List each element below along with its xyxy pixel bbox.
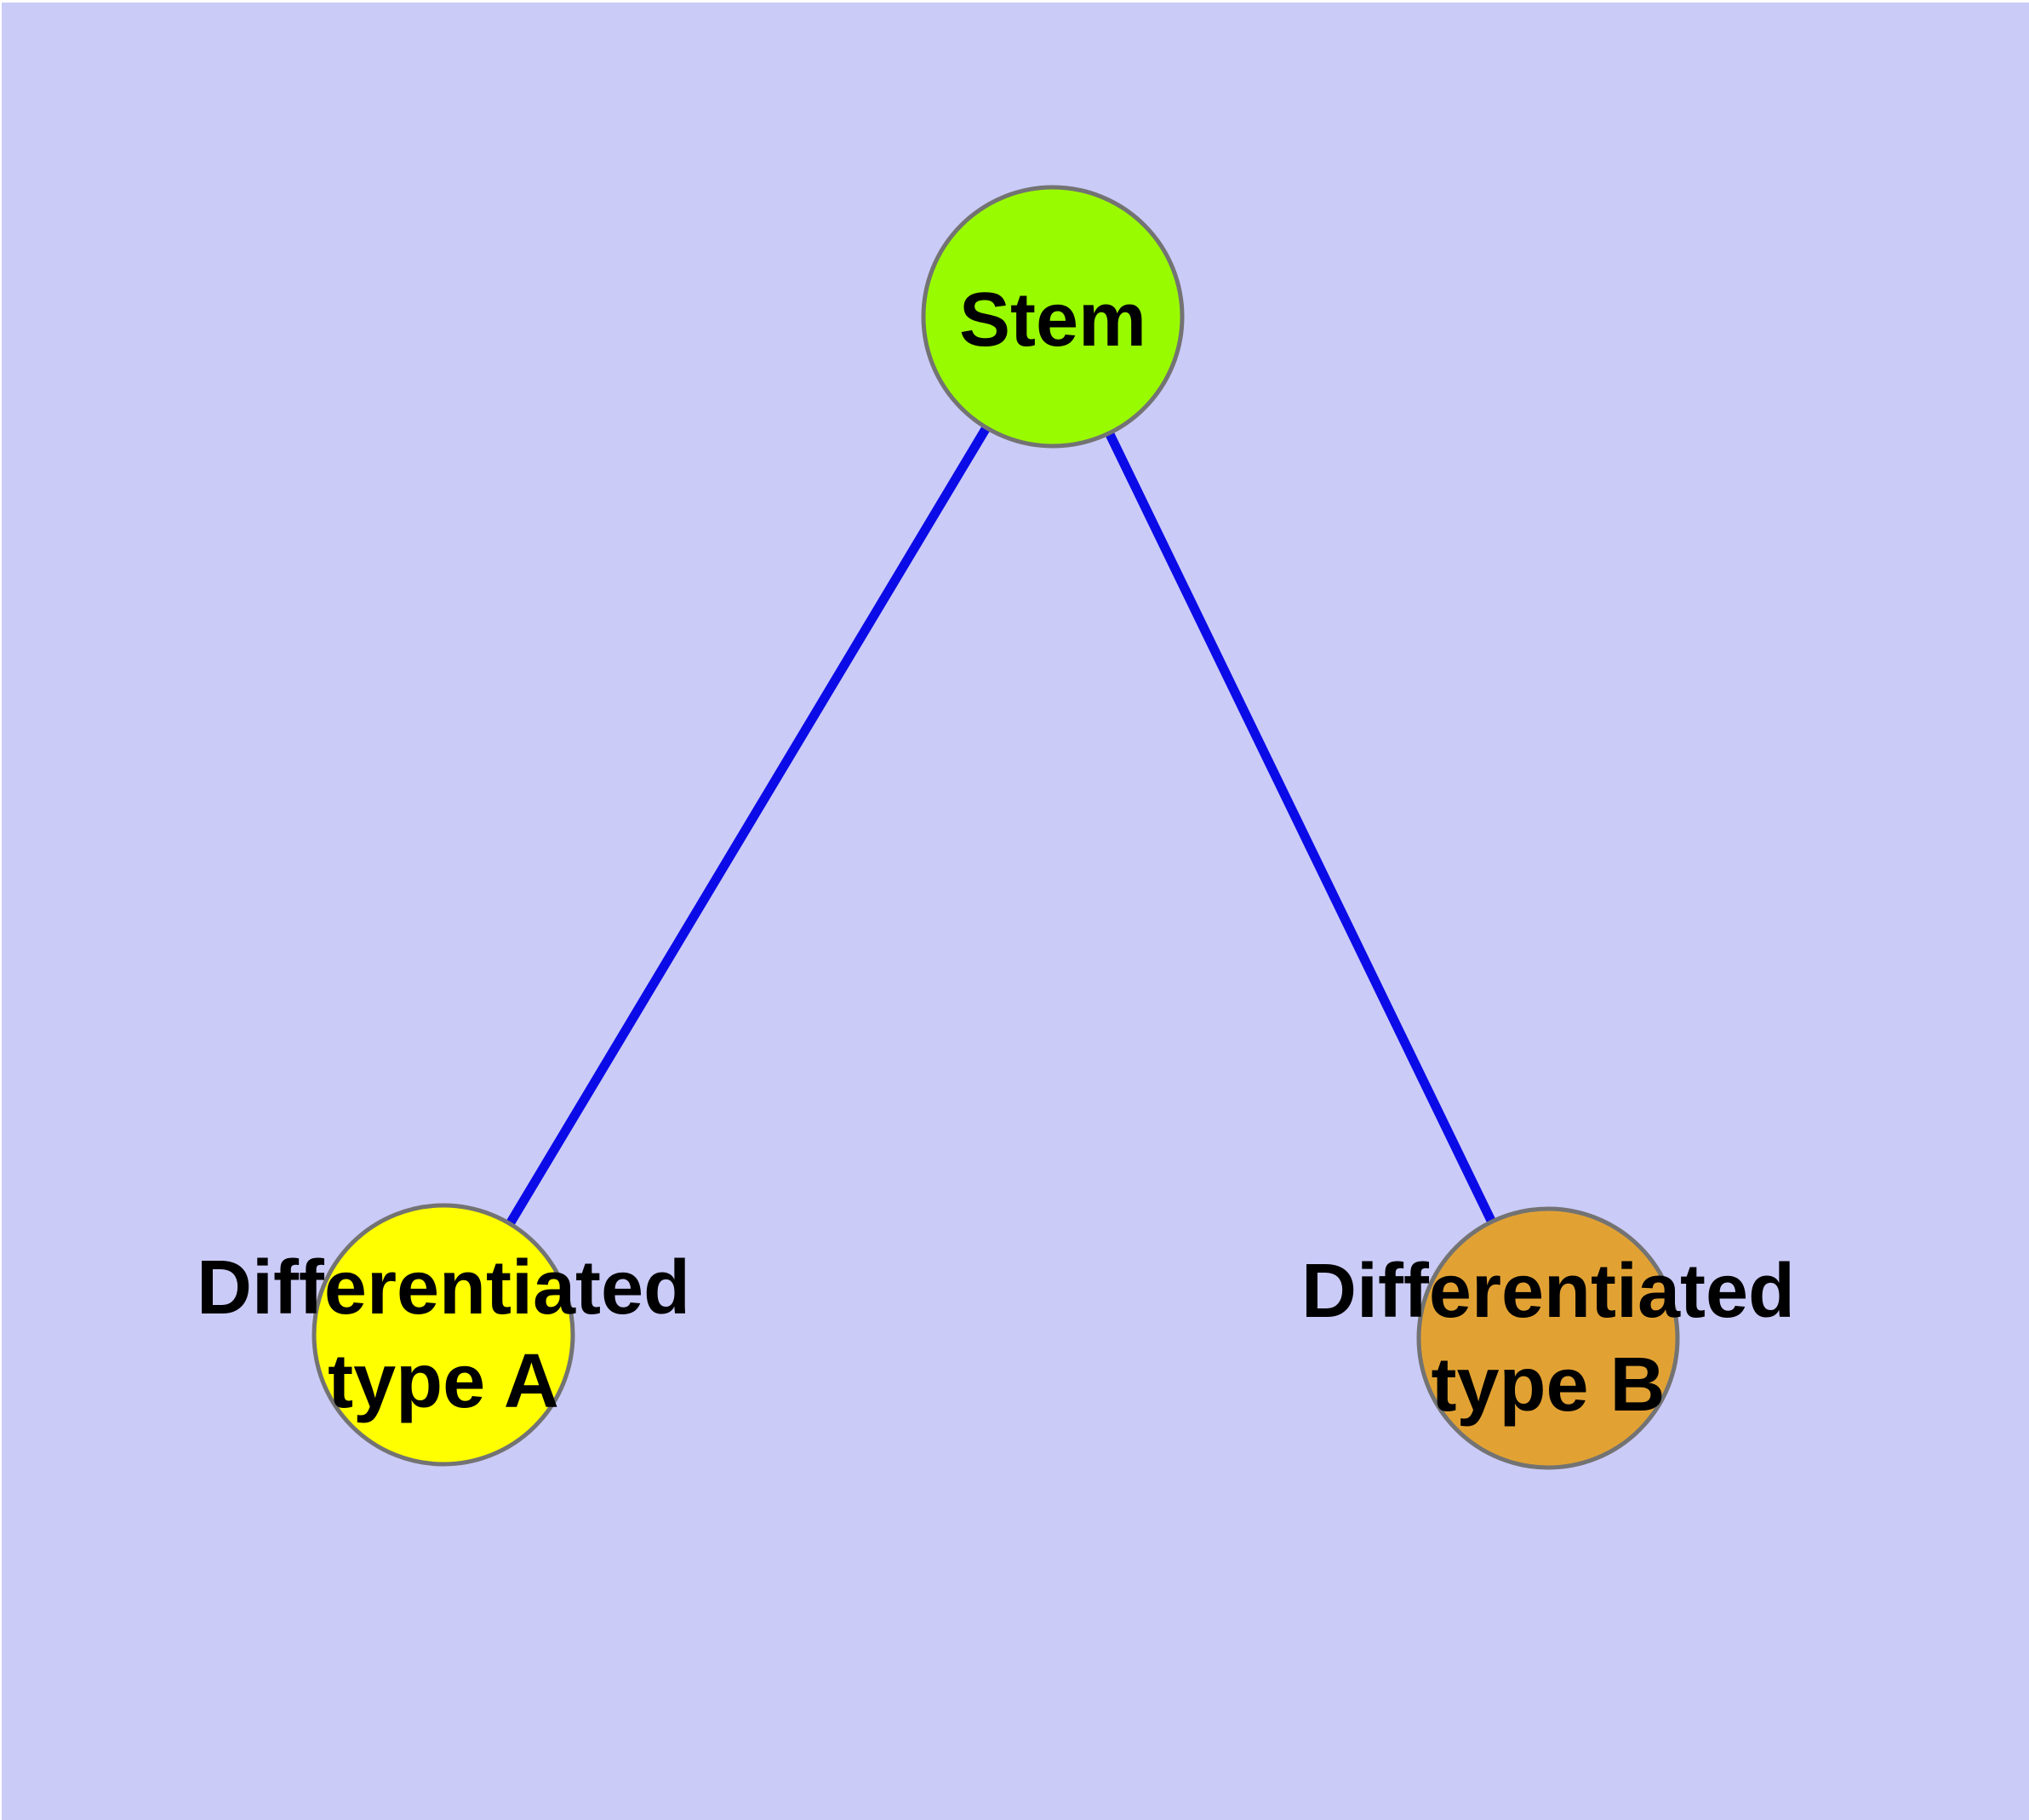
node-stem: Stem xyxy=(921,185,1185,449)
edge-stem-to-differentiated-type-b xyxy=(1049,314,1552,1341)
node-label-differentiated-type-b-line-1: Differentiated xyxy=(1301,1249,1795,1334)
edges-layer xyxy=(439,314,1552,1341)
edge-stem-to-differentiated-type-a xyxy=(439,314,1057,1337)
node-circle-differentiated-type-b xyxy=(1416,1206,1680,1470)
node-circle-differentiated-type-a xyxy=(311,1203,575,1467)
node-label-differentiated-type-a-line-2: type A xyxy=(328,1339,559,1424)
node-label-differentiated-type-b-line-2: type B xyxy=(1431,1342,1665,1428)
node-label-differentiated-type-a-line-1: Differentiated xyxy=(197,1245,690,1331)
node-label-stem-line-1: Stem xyxy=(959,278,1146,363)
node-circle-stem xyxy=(921,185,1185,449)
